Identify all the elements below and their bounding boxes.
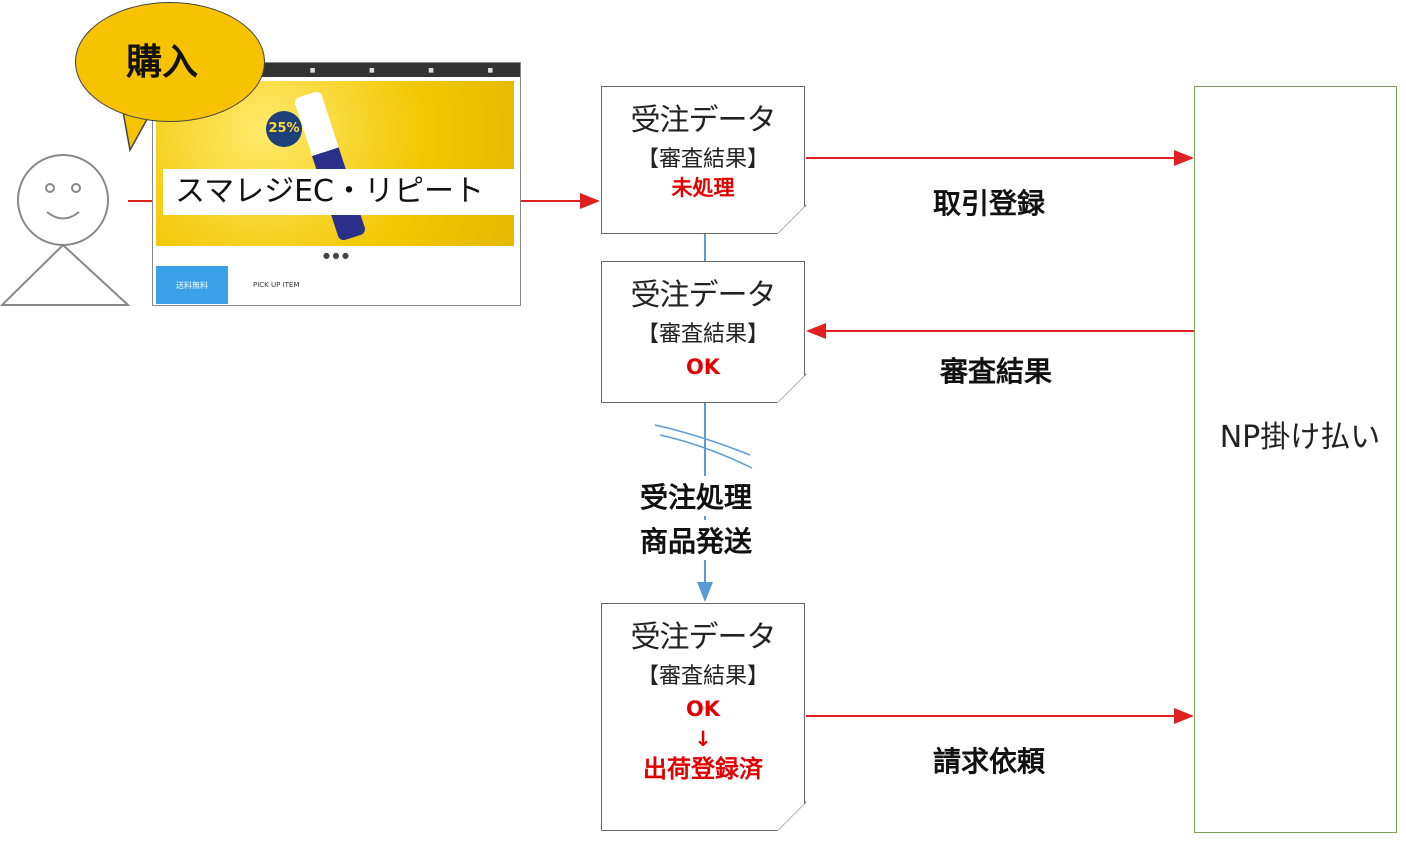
doc-status: OK <box>685 355 721 379</box>
time-break-mark <box>654 424 753 469</box>
order-data-doc-unprocessed: 受注データ 【審査結果】 未処理 <box>601 86 805 234</box>
doc-subtitle: 【審査結果】 <box>636 664 769 689</box>
doc-subtitle: 【審査結果】 <box>636 322 769 347</box>
serum-bottle-image <box>293 90 367 242</box>
free-shipping-banner: 送料無料 <box>156 266 228 304</box>
doc-title: 受注データ <box>630 620 776 655</box>
purchase-label: 購入 <box>126 42 199 83</box>
doc-status-arrow: ↓ <box>694 727 712 751</box>
pick-up-heading: PICK UP ITEM <box>253 281 300 289</box>
np-payment-label: NP掛け払い <box>1219 420 1381 455</box>
order-data-doc-ok: 受注データ 【審査結果】 OK <box>601 261 805 403</box>
doc-status: 出荷登録済 <box>643 755 763 783</box>
billing-label: 請求依頼 <box>933 745 1046 778</box>
process-label-1: 受注処理 <box>640 476 753 516</box>
register-label: 取引登録 <box>933 187 1046 220</box>
process-label-2: 商品発送 <box>640 520 753 560</box>
carousel-dots: ● ● ● <box>323 251 350 260</box>
doc-title: 受注データ <box>630 103 776 138</box>
discount-badge: 25% <box>266 111 302 147</box>
np-payment-box: NP掛け払い <box>1194 86 1397 833</box>
customer-person-icon <box>0 154 131 306</box>
free-shipping-label: 送料無料 <box>176 281 208 290</box>
doc-title: 受注データ <box>630 278 776 313</box>
site-title: スマレジEC・リピート <box>163 169 518 215</box>
review-result-label: 審査結果 <box>940 355 1053 388</box>
doc-status: OK <box>685 697 721 721</box>
doc-status: 未処理 <box>671 176 735 200</box>
order-data-doc-shipped: 受注データ 【審査結果】 OK ↓ 出荷登録済 <box>601 603 805 831</box>
doc-subtitle: 【審査結果】 <box>636 147 769 172</box>
purchase-speech-bubble: 購入 <box>75 2 265 122</box>
